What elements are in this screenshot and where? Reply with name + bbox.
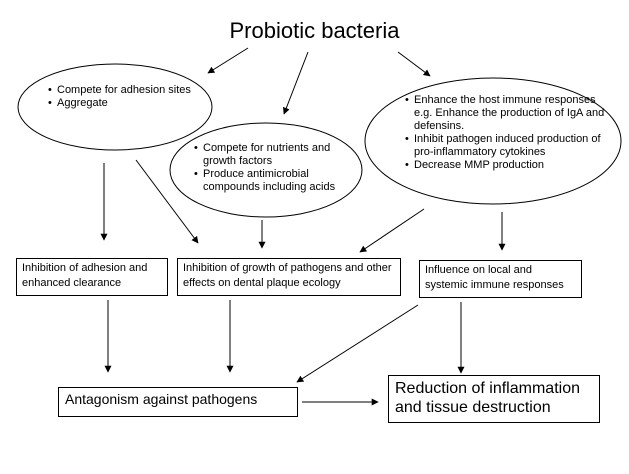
diagram-title: Probiotic bacteria bbox=[229, 18, 400, 43]
reduction-label: Reduction of inflammation and tissue des… bbox=[395, 380, 580, 416]
box-inhibition-growth: Inhibition of growth of pathogens and ot… bbox=[177, 258, 401, 296]
antagonism-label: Antagonism against pathogens bbox=[65, 391, 258, 407]
ellipse-adhesion: Compete for adhesion sites Aggregate bbox=[48, 84, 203, 110]
bullet-adhesion-2: Aggregate bbox=[48, 97, 203, 110]
bullet-adhesion-1: Compete for adhesion sites bbox=[48, 84, 203, 97]
ellipse-immune: Enhance the host immune responses e.g. E… bbox=[405, 94, 615, 172]
ellipse-adhesion-shape bbox=[17, 63, 213, 151]
bullet-immune-1: Enhance the host immune responses e.g. E… bbox=[405, 94, 615, 133]
arrow-adhesion-to-growth bbox=[135, 159, 199, 244]
box-inhibition-adhesion: Inhibition of adhesion and enhanced clea… bbox=[16, 258, 168, 296]
ellipse-nutrients-shape bbox=[169, 122, 363, 218]
bullet-immune-2: Inhibit pathogen induced production of p… bbox=[405, 133, 615, 159]
arrow-title-to-nutrients bbox=[283, 51, 309, 115]
box-antagonism: Antagonism against pathogens bbox=[58, 387, 298, 417]
ellipse-immune-shape bbox=[364, 77, 622, 205]
arrow-influence-to-antagonism bbox=[296, 304, 419, 383]
box-reduction: Reduction of inflammation and tissue des… bbox=[388, 375, 600, 423]
box-immune-influence: Influence on local and systemic immune r… bbox=[419, 260, 582, 298]
ellipse-nutrients: Compete for nutrients and growth factors… bbox=[194, 142, 354, 194]
arrow-immune-to-growth bbox=[359, 208, 425, 253]
arrow-title-to-immune bbox=[397, 51, 431, 77]
bullet-immune-3: Decrease MMP production bbox=[405, 159, 615, 172]
bullet-nutrients-1: Compete for nutrients and growth factors bbox=[194, 142, 354, 168]
bullet-nutrients-2: Produce antimicrobial compounds includin… bbox=[194, 168, 354, 194]
arrow-title-to-adhesion bbox=[207, 47, 249, 74]
